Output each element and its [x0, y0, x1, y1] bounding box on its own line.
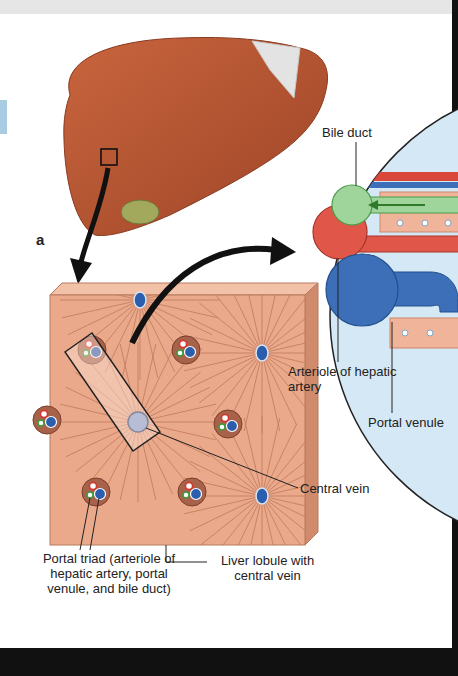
leader-line — [90, 498, 99, 550]
portal-triad — [172, 336, 200, 364]
triad-tissue — [82, 478, 110, 506]
part-label: Portal triad (arteriole of hepatic arter… — [38, 551, 180, 596]
highlight-frame — [65, 333, 160, 451]
part-label: Portal venule — [368, 415, 453, 430]
portal-venule — [46, 417, 57, 428]
bile-duct — [177, 350, 183, 356]
bile-duct — [183, 492, 189, 498]
arrow-head — [70, 258, 92, 284]
zoom-arrow — [81, 168, 108, 262]
triad-tissue — [33, 406, 61, 434]
nucleus — [422, 220, 428, 226]
hepatic-arteriole — [41, 411, 48, 418]
portal-triad — [82, 478, 110, 506]
portal-venule — [185, 347, 196, 358]
hepatic-arteriole — [90, 483, 97, 490]
hepatocyte-cord — [262, 303, 305, 353]
portal-triad — [214, 410, 242, 438]
hepatocyte-cord — [244, 418, 262, 496]
hepatocyte-cord — [262, 446, 305, 496]
hepatocyte-cord — [60, 300, 140, 301]
hepatocyte-plate — [390, 318, 458, 348]
hepatocyte-cord — [262, 335, 305, 353]
hepatic-arteriole — [180, 341, 187, 348]
top-band — [0, 0, 458, 14]
hepatocyte-cord — [227, 496, 262, 545]
hepatocyte-cord — [262, 353, 280, 431]
hepatic-arteriole — [222, 415, 229, 422]
hepatocyte-cord — [140, 300, 175, 372]
leader-line — [356, 142, 357, 186]
hepatocyte-cord — [262, 478, 305, 496]
bottom-band — [0, 648, 458, 676]
bile-duct — [332, 185, 372, 225]
arrow-head — [270, 237, 296, 265]
hepatocyte-cord — [212, 295, 262, 353]
triad-tissue — [178, 478, 206, 506]
hepatocyte-cord — [262, 496, 305, 545]
block-side-face — [305, 283, 318, 545]
nucleus — [397, 220, 403, 226]
hepatocyte-cords — [58, 295, 305, 545]
hepatocyte-cord — [62, 300, 140, 318]
leader-line — [146, 428, 298, 488]
sinusoid-red — [330, 172, 458, 181]
portal-venule — [227, 421, 238, 432]
hepatocyte-cord — [68, 295, 140, 300]
detail-square — [101, 149, 117, 165]
liver-organ — [64, 37, 328, 235]
hepatocyte-cord — [68, 300, 140, 335]
central-vein — [256, 345, 268, 361]
hepatocyte-cord — [227, 295, 262, 353]
hepatocyte-cord — [262, 496, 305, 545]
bile-duct — [219, 424, 225, 430]
hepatocyte-cord — [190, 318, 262, 353]
side-tab — [0, 100, 7, 134]
portal-venule — [191, 489, 202, 500]
hepatocyte-cord — [190, 353, 262, 388]
part-label: Arteriole of hepatic artery — [288, 364, 398, 394]
bile-flow-arrow — [376, 204, 425, 206]
hepatocyte-cord — [140, 300, 220, 301]
central-vein — [134, 292, 146, 308]
hepatic-arteriole — [186, 483, 193, 490]
hepatocyte-cord — [77, 295, 140, 300]
triad-tissue — [172, 336, 200, 364]
leader-line — [338, 258, 339, 362]
hepatocyte-cord — [262, 433, 305, 496]
hepatocyte-cord — [212, 496, 262, 545]
hepatocyte-cord — [244, 295, 262, 353]
falciform-ligament — [252, 41, 300, 98]
nucleus — [427, 330, 433, 336]
hepatocyte-cord — [140, 300, 141, 380]
part-label: Liver lobule with central vein — [210, 553, 325, 583]
bile-flow-head — [368, 200, 378, 210]
hepatocyte-cord — [62, 295, 140, 300]
portal-triad — [33, 406, 61, 434]
hepatocyte-cord — [262, 416, 263, 496]
portal-venule — [95, 489, 106, 500]
nucleus — [445, 220, 451, 226]
hepatocyte-cord — [90, 295, 140, 300]
block-top-face — [50, 283, 318, 295]
bile-duct — [38, 420, 44, 426]
central-vein — [256, 488, 268, 504]
bile-duct — [87, 492, 93, 498]
triad-tissue — [214, 410, 242, 438]
leader-line — [80, 498, 90, 550]
part-label: Bile duct — [322, 125, 402, 140]
portal-venule — [326, 254, 398, 326]
gallbladder — [121, 200, 159, 224]
hepatocyte-cord — [262, 295, 280, 353]
part-label: Central vein — [300, 481, 400, 496]
portal-triad — [178, 478, 206, 506]
zoom-arrow — [132, 249, 276, 343]
hepatocyte-cord — [140, 300, 212, 335]
hepatocyte-cord — [140, 295, 218, 300]
lobule-vessels — [33, 292, 268, 506]
nucleus — [402, 330, 408, 336]
panel-letter: a — [36, 232, 56, 247]
